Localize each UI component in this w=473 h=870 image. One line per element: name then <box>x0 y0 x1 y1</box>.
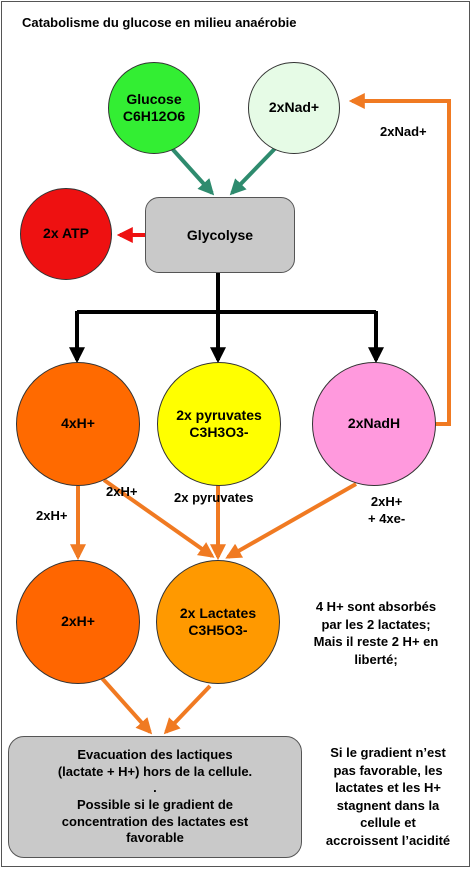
arrow-2h-to-evacuation <box>98 674 153 735</box>
arrow-lactates-to-evacuation <box>163 684 212 735</box>
glucose-node: Glucose C6H12O6 <box>108 62 200 154</box>
atp-node: 2x ATP <box>20 188 112 280</box>
label-nadh-out: 2xH+ + 4xe- <box>368 494 406 526</box>
4h-node: 4xH+ <box>16 362 140 486</box>
lactates-node: 2x Lactates C3H5O3- <box>156 560 280 684</box>
glycolyse-box: Glycolyse <box>145 197 295 273</box>
note-gradient: Si le gradient n’est pas favorable, les … <box>325 745 451 848</box>
evacuation-box: Evacuation des lactiques (lactate + H+) … <box>8 736 302 858</box>
note-absorbed: 4 H+ sont absorbés par les 2 lactates; M… <box>313 599 439 667</box>
2h-node: 2xH+ <box>16 560 140 684</box>
nadh-node: 2xNadH <box>312 362 436 486</box>
label-h-cross: 2xH+ <box>106 484 138 499</box>
arrow-nadh-to-nad <box>348 93 451 426</box>
label-pyruvates: 2x pyruvates <box>174 490 254 505</box>
arrow-nadh-to-lactates <box>225 482 357 559</box>
label-h-left: 2xH+ <box>36 508 68 523</box>
pyruvates-node: 2x pyruvates C3H3O3- <box>157 362 281 486</box>
label-nad-return: 2xNad+ <box>380 124 427 139</box>
arrow-4h-to-lactates <box>102 478 215 558</box>
diagram-title: Catabolisme du glucose en milieu anaérob… <box>22 15 297 30</box>
nad-node: 2xNad+ <box>248 62 340 154</box>
